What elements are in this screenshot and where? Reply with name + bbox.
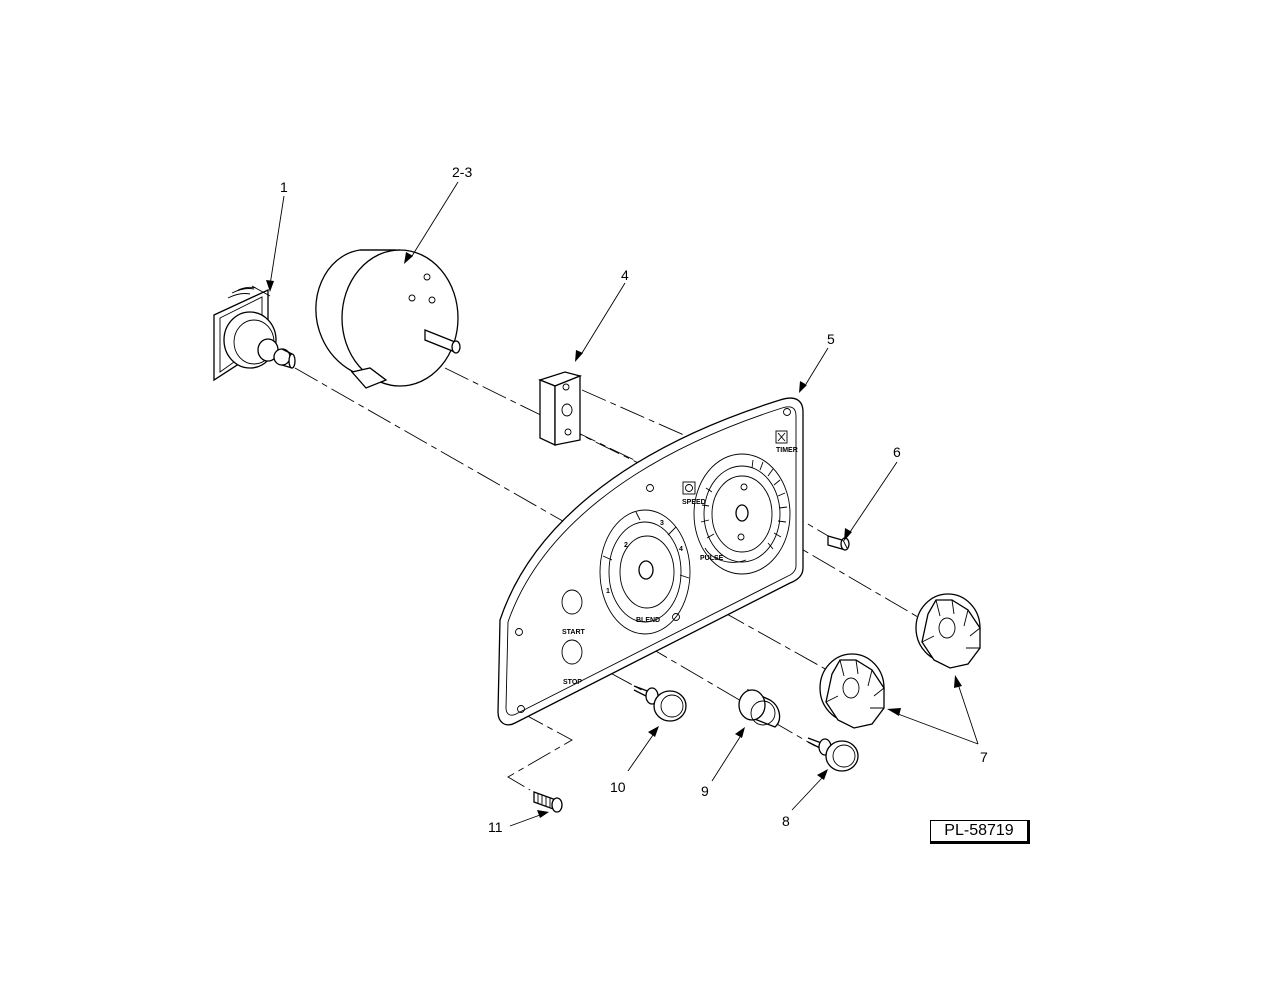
drawing-number-box: PL-58719 <box>930 820 1030 844</box>
timer-scale-ticks <box>700 459 788 550</box>
spacer-block-part <box>538 371 583 447</box>
callout-2-3: 2-3 <box>452 164 472 180</box>
bezel-ring-part <box>738 688 781 728</box>
leader-lines <box>266 181 979 827</box>
timer-label: TIMER <box>776 447 798 454</box>
potentiometer-part <box>213 285 296 382</box>
callout-6: 6 <box>893 444 901 460</box>
push-button-8-part <box>807 737 859 772</box>
blend-label: BLEND <box>636 617 660 624</box>
callout-8: 8 <box>782 813 790 829</box>
callout-9: 9 <box>701 783 709 799</box>
mounting-screw-part <box>533 791 563 813</box>
callouts: 1 2-3 4 5 6 7 8 9 10 11 <box>280 164 988 835</box>
blend-position-4: 4 <box>679 546 683 553</box>
blend-position-3: 3 <box>660 520 664 527</box>
callout-10: 10 <box>610 779 626 795</box>
callout-11: 11 <box>488 819 503 835</box>
pulse-label: PULSE <box>700 555 724 562</box>
control-panel-part: START STOP 1 2 3 4 BLEND SPEED TIMER <box>497 397 804 726</box>
knob-lower-part <box>819 653 885 729</box>
callout-7: 7 <box>980 749 988 765</box>
stop-label: STOP <box>563 679 582 686</box>
callout-5: 5 <box>827 331 835 347</box>
blend-position-2: 2 <box>624 542 628 549</box>
blend-position-1: 1 <box>606 588 610 595</box>
timer-motor-part <box>315 249 461 389</box>
callout-4: 4 <box>621 267 629 283</box>
drawing-number: PL-58719 <box>944 822 1014 839</box>
start-label: START <box>562 629 586 636</box>
callout-1: 1 <box>280 179 288 195</box>
speed-label: SPEED <box>682 499 706 506</box>
push-button-10-part <box>633 685 687 722</box>
knob-upper-part <box>915 593 981 669</box>
